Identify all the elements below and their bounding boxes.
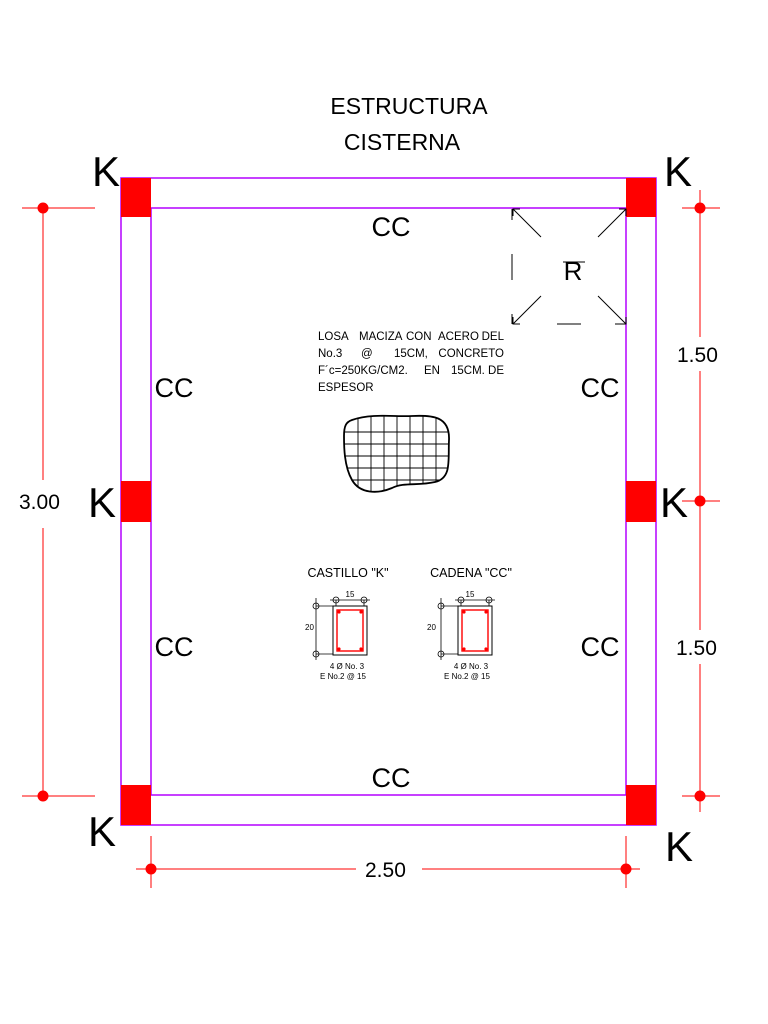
section-height-dim: 20 (427, 623, 436, 632)
slab-note-word: @ (361, 348, 373, 360)
section-stirrup-note: E No.2 @ 15 (320, 672, 366, 681)
slab-note-word: EN (424, 365, 440, 377)
column-label-top-left: K (92, 148, 120, 195)
section-stirrup-note: E No.2 @ 15 (444, 672, 490, 681)
hatch-symbol: R (564, 256, 583, 286)
slab-note-word: ESPESOR (318, 382, 374, 394)
section-rebar-note: 4 Ø No. 3 (454, 662, 489, 671)
title-line-1: ESTRUCTURA (330, 93, 488, 119)
beam-inner-edge (150, 207, 627, 796)
section-detail-castillo: 15 20 4 Ø No. 3 E No.2 @ 15 (305, 590, 370, 681)
section-title-cadena: CADENA "CC" (430, 566, 512, 580)
column-bottom-left (121, 785, 151, 825)
hatch-arrowhead (619, 208, 627, 216)
section-width-dim: 15 (466, 590, 475, 599)
slab-note-word: DEL (482, 331, 505, 343)
beam-label-right-upper: CC (581, 373, 620, 403)
beam-label-left-lower: CC (155, 632, 194, 662)
dimension-node (694, 495, 706, 507)
beam-label-bottom: CC (372, 763, 411, 793)
slab-note-word: 15CM, (394, 348, 428, 360)
slab-note-word: No.3 (318, 348, 342, 360)
section-title-castillo: CASTILLO "K" (307, 566, 388, 580)
hatch-diagonal (597, 295, 627, 325)
section-rebar-note: 4 Ø No. 3 (330, 662, 365, 671)
column-label-mid-left: K (88, 479, 116, 526)
dimension-label-upper: 1.50 (677, 344, 718, 367)
beam-label-right-lower: CC (581, 632, 620, 662)
hatch-diagonal (512, 295, 542, 325)
column-top-right (626, 178, 656, 217)
slab-note-word: ACERO (438, 331, 479, 343)
slab-note-word: 15CM. (451, 365, 485, 377)
dimension-node (620, 863, 632, 875)
column-label-top-right: K (664, 148, 692, 195)
hatch-arrowhead (512, 317, 520, 325)
dimension-node (694, 202, 706, 214)
dimension-label-height: 3.00 (19, 491, 60, 514)
column-mid-right (626, 481, 656, 522)
dimension-label-lower: 1.50 (676, 637, 717, 660)
hatch-arrowhead (512, 208, 520, 216)
column-bottom-right (626, 785, 656, 825)
dimension-node (37, 790, 49, 802)
hatch-diagonal (512, 208, 542, 238)
slab-mesh-detail (343, 414, 450, 493)
column-top-left (121, 178, 151, 217)
dimension-lines (22, 190, 720, 888)
slab-note-word: DE (488, 365, 504, 377)
column-label-mid-right: K (660, 479, 688, 526)
slab-note-word: MACIZA (359, 331, 403, 343)
slab-note-word: CONCRETO (438, 348, 504, 360)
title-line-2: CISTERNA (344, 129, 461, 155)
slab-note-word: LOSA (318, 331, 349, 343)
section-width-dim: 15 (346, 590, 355, 599)
column-label-bottom-left: K (88, 808, 116, 855)
dimension-label-width: 2.50 (365, 859, 406, 882)
slab-note-word: CON (406, 331, 432, 343)
slab-note: LOSA MACIZA CON ACERO DEL No.3 @ 15CM, C… (318, 331, 505, 394)
hatch-diagonal (597, 208, 627, 238)
access-hatch (511, 208, 627, 325)
beam-label-top: CC (372, 212, 411, 242)
dimension-node (37, 202, 49, 214)
column-group (121, 178, 656, 825)
dimension-node (694, 790, 706, 802)
column-mid-left (121, 481, 151, 522)
column-label-bottom-right: K (665, 823, 693, 870)
section-detail-cadena: 15 20 4 Ø No. 3 E No.2 @ 15 (427, 590, 495, 681)
beam-label-left-upper: CC (155, 373, 194, 403)
section-height-dim: 20 (305, 623, 314, 632)
dimension-node (145, 863, 157, 875)
hatch-arrowhead (619, 317, 627, 325)
slab-note-word: F´c=250KG/CM2. (318, 365, 408, 377)
